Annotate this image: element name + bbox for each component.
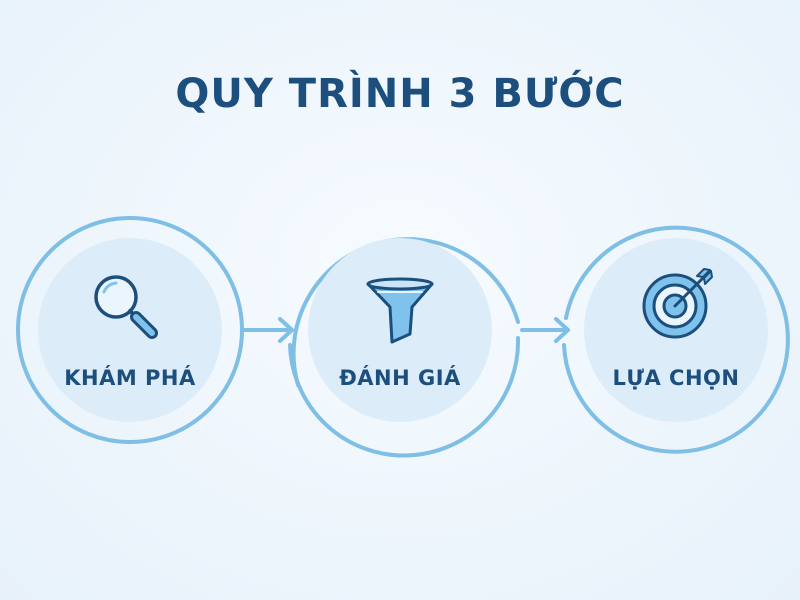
- arrow-2-to-3: [520, 317, 570, 343]
- step-1-disc: [38, 238, 222, 422]
- diagram-title: QUY TRÌNH 3 BƯỚC: [175, 71, 625, 117]
- step-1: [16, 216, 244, 444]
- step-2: [288, 237, 521, 458]
- funnel-icon: [366, 277, 434, 344]
- target-icon: [642, 268, 713, 339]
- step-3-label: LỰA CHỌN: [612, 366, 740, 390]
- step-3-outer-ring: [562, 225, 790, 454]
- step-1-label: KHÁM PHÁ: [64, 366, 196, 390]
- step-2-label: ĐÁNH GIÁ: [339, 366, 461, 390]
- step-3: [562, 225, 790, 454]
- magnifier-icon: [94, 275, 158, 339]
- arrow-1-to-2: [242, 317, 294, 343]
- step-2-outer-ring-lower: [288, 336, 521, 458]
